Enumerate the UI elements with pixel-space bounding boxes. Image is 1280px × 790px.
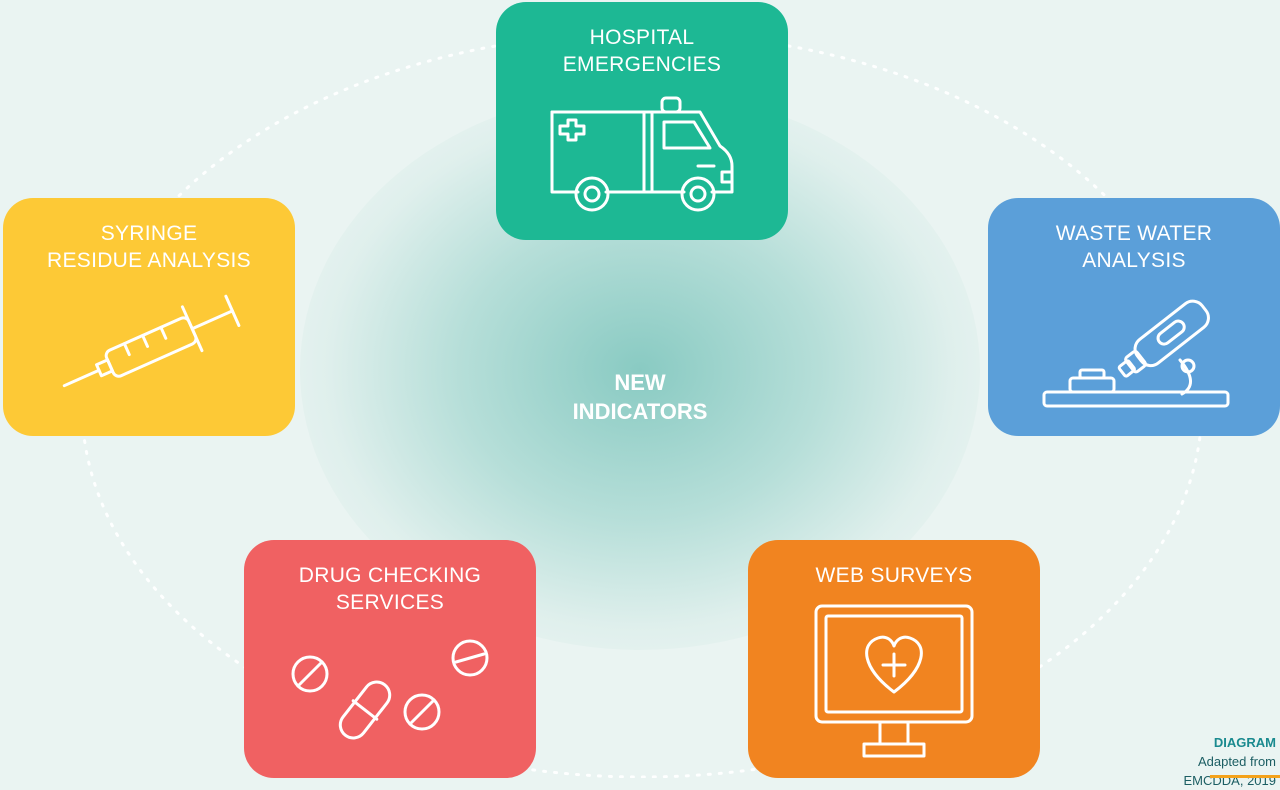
node-waste-water-analysis: WASTE WATER ANALYSIS (988, 198, 1280, 436)
microscope-icon (1042, 299, 1230, 408)
node-title: HOSPITAL EMERGENCIES (562, 26, 722, 76)
source-note: DIAGRAM Adapted from EMCDDA, 2019 (1183, 735, 1276, 788)
node-title: SYRINGE RESIDUE ANALYSIS (47, 222, 251, 272)
node-syringe-residue-analysis: SYRINGE RESIDUE ANALYSIS (3, 198, 295, 436)
pills-icon (291, 639, 489, 740)
syringe-icon (62, 294, 241, 388)
node-title: WASTE WATER ANALYSIS (1055, 222, 1213, 272)
node-hospital-emergencies: HOSPITAL EMERGENCIES (496, 2, 788, 240)
node-drug-checking-services: DRUG CHECKING SERVICES (244, 540, 536, 778)
node-title: DRUG CHECKING SERVICES (298, 564, 482, 614)
center-label: NEW INDICATORS (572, 370, 708, 424)
source-note-underline (1210, 775, 1280, 778)
node-web-surveys: WEB SURVEYS (748, 540, 1040, 778)
monitor-heart-icon (814, 604, 974, 758)
node-title: WEB SURVEYS (815, 564, 973, 587)
ambulance-icon (550, 96, 734, 212)
